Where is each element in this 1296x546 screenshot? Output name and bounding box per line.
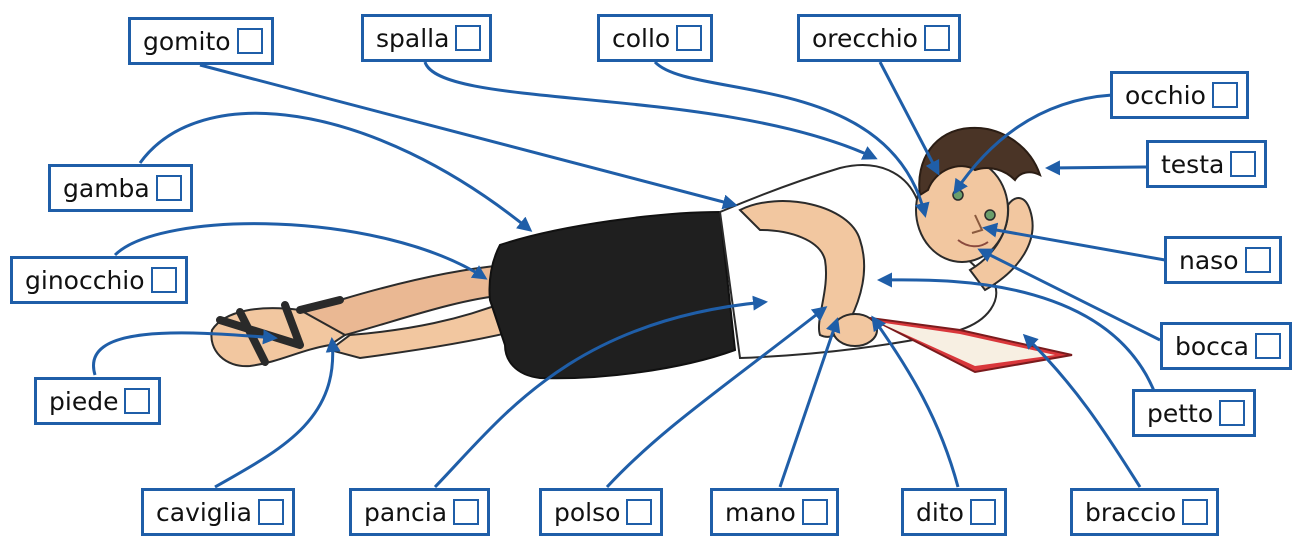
- label-bocca: bocca: [1160, 322, 1292, 370]
- checkbox-testa[interactable]: [1230, 151, 1257, 177]
- connector-mano: [778, 317, 841, 488]
- label-text-caviglia: caviglia: [156, 497, 252, 527]
- checkbox-braccio[interactable]: [1182, 499, 1209, 525]
- label-text-spalla: spalla: [376, 23, 450, 53]
- label-text-bocca: bocca: [1175, 331, 1249, 361]
- label-text-dito: dito: [916, 497, 964, 527]
- checkbox-naso[interactable]: [1244, 247, 1271, 273]
- front-leg: [327, 298, 522, 360]
- label-polso: polso: [539, 488, 664, 536]
- connector-bocca: [977, 248, 1161, 342]
- connectors: [92, 60, 1166, 489]
- label-petto: petto: [1132, 389, 1257, 437]
- checkbox-bocca[interactable]: [1254, 333, 1281, 359]
- label-text-gomito: gomito: [143, 26, 231, 56]
- connector-braccio: [1022, 333, 1142, 488]
- label-text-polso: polso: [554, 497, 621, 527]
- connector-orecchio: [878, 61, 940, 176]
- connector-gamba: [138, 111, 533, 232]
- label-testa: testa: [1146, 140, 1268, 188]
- connector-gomito: [199, 63, 738, 210]
- connector-piede: [92, 329, 278, 376]
- label-dito: dito: [901, 488, 1007, 536]
- connector-caviglia: [214, 337, 341, 489]
- connector-testa: [1045, 160, 1149, 176]
- person-figure: [210, 126, 1073, 380]
- checkbox-pancia[interactable]: [453, 499, 480, 525]
- label-caviglia: caviglia: [141, 488, 295, 536]
- skirt: [488, 210, 737, 380]
- checkbox-piede[interactable]: [124, 388, 151, 414]
- checkbox-mano[interactable]: [801, 499, 828, 525]
- connector-ginocchio: [113, 222, 488, 280]
- label-text-piede: piede: [49, 386, 119, 416]
- right-eye: [984, 209, 996, 221]
- label-gamba: gamba: [48, 164, 193, 212]
- checkbox-collo[interactable]: [676, 25, 703, 51]
- label-text-gamba: gamba: [63, 173, 150, 203]
- connector-occhio: [953, 93, 1113, 195]
- checkbox-ginocchio[interactable]: [150, 267, 177, 293]
- connector-naso: [982, 222, 1166, 262]
- checkbox-petto[interactable]: [1219, 400, 1246, 426]
- connector-collo: [653, 60, 930, 218]
- label-pancia: pancia: [349, 488, 491, 536]
- label-text-petto: petto: [1147, 398, 1214, 428]
- connector-petto: [877, 272, 1162, 409]
- label-naso: naso: [1164, 236, 1282, 284]
- checkbox-occhio[interactable]: [1211, 82, 1238, 108]
- connector-pancia: [433, 295, 768, 489]
- connector-polso: [605, 306, 828, 489]
- label-text-ginocchio: ginocchio: [25, 265, 145, 295]
- checkbox-gomito[interactable]: [236, 28, 263, 54]
- label-text-collo: collo: [612, 23, 671, 53]
- checkbox-polso[interactable]: [626, 499, 653, 525]
- label-braccio: braccio: [1070, 488, 1220, 536]
- checkbox-spalla[interactable]: [455, 25, 482, 51]
- label-spalla: spalla: [361, 14, 493, 62]
- label-piede: piede: [34, 377, 162, 425]
- mouth: [957, 239, 989, 248]
- book-pages: [878, 322, 1055, 366]
- checkbox-orecchio[interactable]: [923, 25, 950, 51]
- nose: [971, 214, 984, 234]
- label-text-testa: testa: [1161, 149, 1225, 179]
- connector-spalla: [423, 61, 878, 160]
- checkbox-gamba[interactable]: [155, 175, 182, 201]
- label-text-occhio: occhio: [1125, 80, 1206, 110]
- label-ginocchio: ginocchio: [10, 256, 188, 304]
- label-gomito: gomito: [128, 17, 274, 65]
- label-orecchio: orecchio: [797, 14, 961, 62]
- label-text-orecchio: orecchio: [812, 23, 918, 53]
- label-text-braccio: braccio: [1085, 497, 1177, 527]
- label-mano: mano: [710, 488, 839, 536]
- label-text-mano: mano: [725, 497, 796, 527]
- label-text-pancia: pancia: [364, 497, 448, 527]
- label-occhio: occhio: [1110, 71, 1249, 119]
- label-text-naso: naso: [1179, 245, 1239, 275]
- checkbox-caviglia[interactable]: [257, 499, 284, 525]
- checkbox-dito[interactable]: [969, 499, 996, 525]
- label-collo: collo: [597, 14, 714, 62]
- connector-dito: [871, 315, 960, 488]
